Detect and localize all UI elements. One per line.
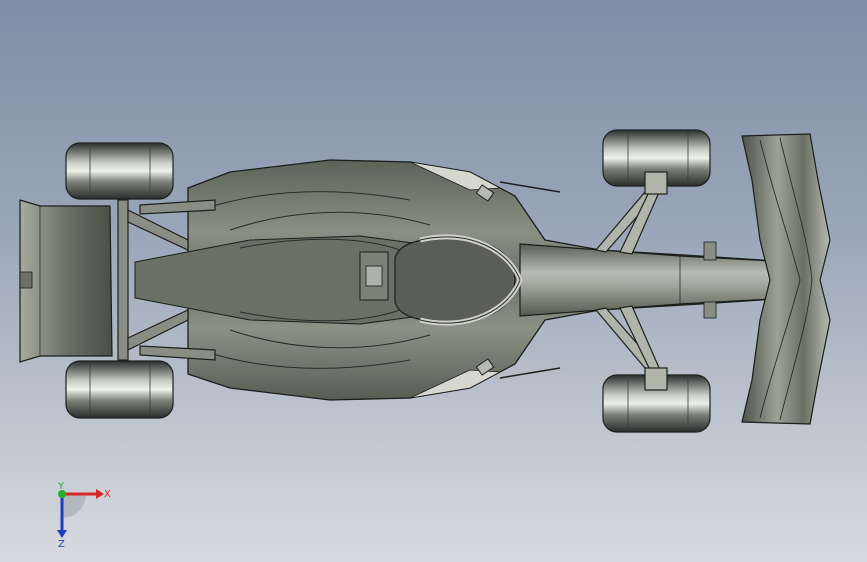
front-left-tyre [602,129,711,187]
coordinate-triad: X Y Z [57,481,111,548]
front-wing [741,133,831,425]
rear-suspension [117,199,216,361]
x-axis-label: X [104,489,111,500]
y-axis-point [58,490,66,498]
rear-right-tyre [65,360,174,419]
z-axis-label: Z [58,539,65,548]
rear-left-tyre [65,142,174,200]
rear-wing [19,199,113,363]
mirrors [475,184,495,376]
front-suspension [594,171,668,391]
y-axis-label: Y [57,481,65,492]
front-right-tyre [602,374,711,433]
